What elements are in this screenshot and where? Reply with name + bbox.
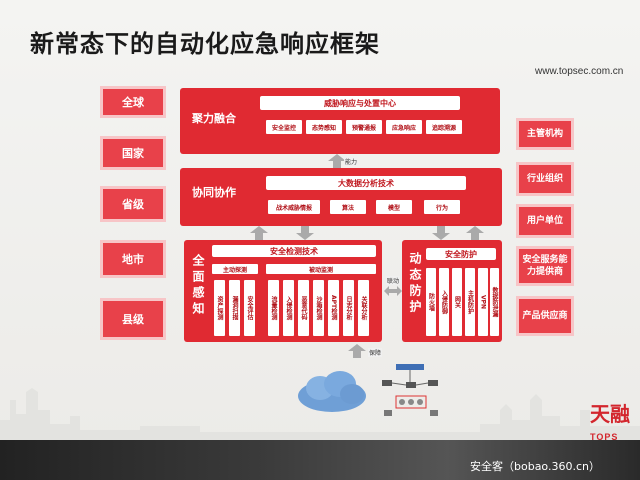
defend-item: 主机防护 — [465, 268, 475, 336]
topsec-logo: 天融 TOPS — [590, 398, 630, 445]
slide-title: 新常态下的自动化应急响应框架 — [30, 30, 380, 58]
level-province: 省级 — [100, 186, 166, 222]
panel-collaboration: 协同协作 大数据分析技术 战术威胁情报 算法 模型 行为 — [180, 168, 502, 226]
defend-item: 入侵防御 — [439, 268, 449, 336]
arrow-down-icon — [296, 226, 314, 240]
passive-detect-label: 被动监测 — [266, 264, 376, 274]
panel-protection: 动态防护 安全防护 防火墙 入侵防御 网关 主机防护 VPN 数据防泄漏 — [402, 240, 502, 342]
detect-header: 安全检测技术 — [212, 245, 376, 257]
defend-item: 防火墙 — [426, 268, 436, 336]
passive-item: 流量检测 — [268, 280, 279, 336]
arrow-label: 能力 — [344, 157, 359, 166]
org-user: 用户单位 — [516, 204, 574, 238]
collab-item: 模型 — [376, 200, 412, 214]
passive-item: 恶意代码 — [298, 280, 309, 336]
arrow-label: 联动 — [386, 276, 401, 285]
fusion-item: 应急响应 — [386, 120, 422, 134]
collab-header: 大数据分析技术 — [266, 176, 466, 190]
projector-edge — [0, 440, 640, 480]
collab-item: 行为 — [424, 200, 460, 214]
fusion-header: 威胁响应与处置中心 — [260, 96, 460, 110]
network-topology-icon — [382, 364, 438, 416]
fusion-item: 安全监控 — [266, 120, 302, 134]
panel-perception-title: 全面感知 — [191, 254, 205, 318]
level-national: 国家 — [100, 136, 166, 170]
passive-item: 沙箱检测 — [313, 280, 324, 336]
panel-protection-title: 动态防护 — [408, 252, 422, 316]
logo-text: 天融 — [590, 404, 630, 426]
level-county: 县级 — [100, 298, 166, 340]
watermark: 安全客（bobao.360.cn） — [470, 460, 600, 473]
passive-item: 日志分析 — [343, 280, 354, 336]
active-item: 安全评估 — [244, 280, 255, 336]
level-global: 全球 — [100, 86, 166, 118]
panel-fusion: 聚力融合 威胁响应与处置中心 安全监控 态势感知 预警通报 应急响应 追踪溯源 — [180, 88, 500, 154]
passive-item: APT检测 — [328, 280, 339, 336]
fusion-item: 态势感知 — [306, 120, 342, 134]
org-service-provider: 安全服务能力提供商 — [516, 246, 574, 286]
city-skyline-icon — [0, 388, 640, 442]
slide: 新常态下的自动化应急响应框架 www.topsec.com.cn 全球 国家 省… — [0, 0, 640, 450]
active-detect-label: 主动探测 — [212, 264, 258, 274]
arrow-up-icon — [466, 226, 484, 240]
collab-item: 算法 — [330, 200, 366, 214]
arrow-down-icon — [432, 226, 450, 240]
arrow-up-icon — [328, 154, 346, 168]
org-product-vendor: 产品供应商 — [516, 296, 574, 336]
panel-collaboration-title: 协同协作 — [192, 186, 236, 199]
passive-item: 入侵检测 — [283, 280, 294, 336]
cloud-icon — [298, 371, 366, 412]
panel-perception: 全面感知 安全检测技术 主动探测 被动监测 资产探测 漏洞扫描 安全评估 流量检… — [184, 240, 382, 342]
arrow-up-icon — [348, 344, 366, 358]
active-item: 资产探测 — [214, 280, 225, 336]
fusion-item: 预警通报 — [346, 120, 382, 134]
collab-item: 战术威胁情报 — [268, 200, 320, 214]
fusion-item: 追踪溯源 — [426, 120, 462, 134]
defend-header: 安全防护 — [426, 248, 496, 260]
defend-item: 数据防泄漏 — [490, 268, 499, 336]
bidirectional-arrow-icon — [384, 286, 402, 296]
passive-item: 关联分析 — [358, 280, 369, 336]
defend-item: 网关 — [452, 268, 462, 336]
defend-item: VPN — [478, 268, 488, 336]
panel-fusion-title: 聚力融合 — [192, 112, 236, 125]
logo-subtext: TOPS — [590, 432, 619, 442]
level-city: 地市 — [100, 240, 166, 278]
arrow-up-icon — [250, 226, 268, 240]
arrow-label: 保障 — [368, 348, 383, 357]
org-authority: 主管机构 — [516, 118, 574, 150]
org-industry: 行业组织 — [516, 162, 574, 196]
company-url: www.topsec.com.cn — [535, 66, 624, 77]
active-item: 漏洞扫描 — [229, 280, 240, 336]
